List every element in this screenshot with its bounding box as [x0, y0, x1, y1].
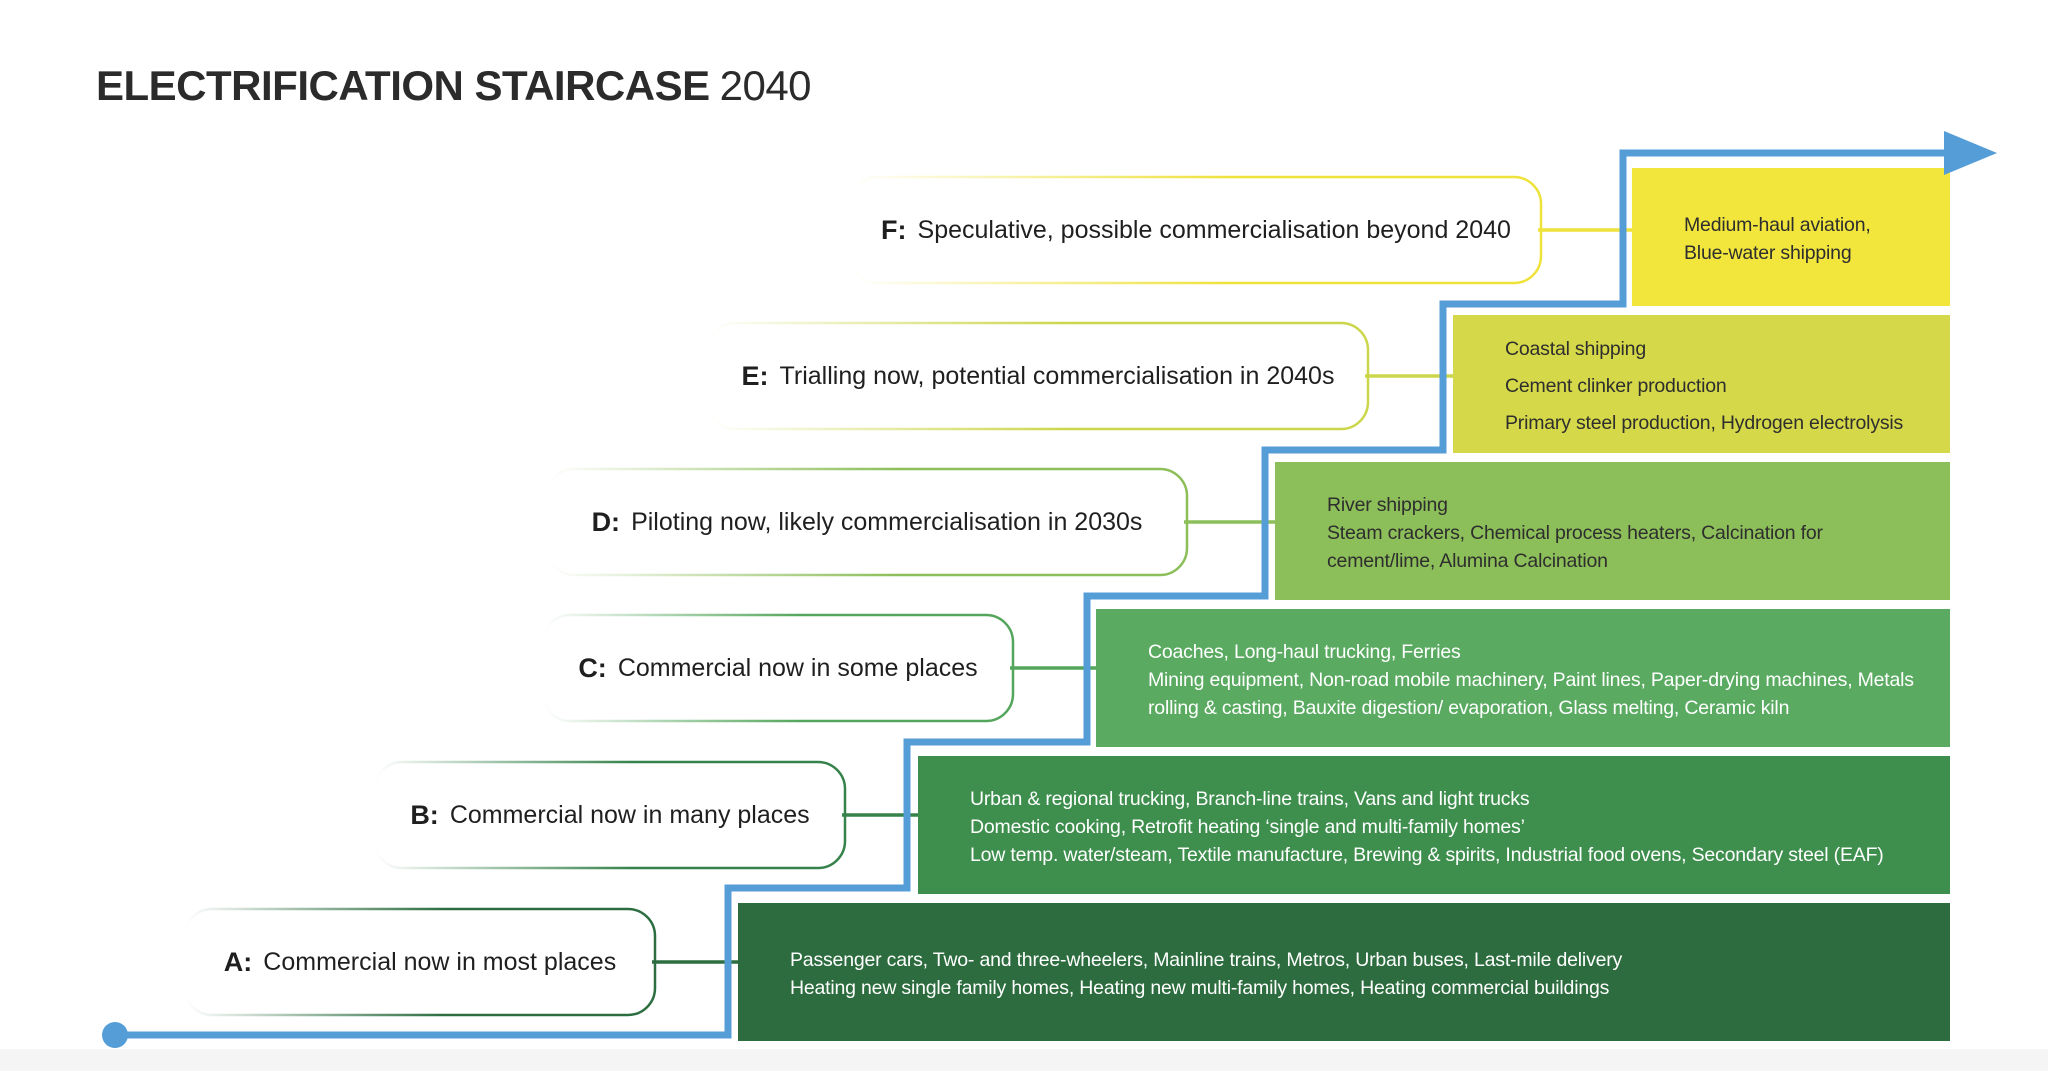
- step-box-a-item-2: Heating new single family homes, Heating…: [790, 977, 1610, 999]
- step-box-d-item-1: River shipping: [1327, 494, 1448, 516]
- step-box-c-item-1: Coaches, Long-haul trucking, Ferries: [1148, 641, 1461, 663]
- label-prefix-a: A:: [223, 946, 253, 977]
- step-box-b-item-2: Domestic cooking, Retrofit heating ‘sing…: [970, 816, 1525, 838]
- step-box-a-item-1: Passenger cars, Two- and three-wheelers,…: [790, 949, 1623, 971]
- label-text-d: D: Piloting now, likely commercialisatio…: [547, 469, 1187, 575]
- label-text-e: E: Trialling now, potential commercialis…: [708, 323, 1368, 429]
- label-desc-c: Commercial now in some places: [617, 653, 978, 682]
- label-prefix-d: D:: [591, 506, 621, 537]
- page-title-year: 2040: [719, 62, 812, 109]
- label-desc-b: Commercial now in many places: [449, 800, 810, 829]
- label-desc-f: Speculative, possible commercialisation …: [917, 215, 1511, 244]
- step-box-e-item-2: Cement clinker production: [1505, 375, 1727, 397]
- step-box-e: Coastal shipping Cement clinker producti…: [1453, 315, 1950, 453]
- step-box-f-items: Medium-haul aviation, Blue-water shippin…: [1684, 214, 1871, 264]
- step-box-b: Urban & regional trucking, Branch-line t…: [918, 756, 1950, 894]
- step-box-c-item-2: Mining equipment, Non-road mobile machin…: [1148, 669, 1914, 719]
- label-prefix-f: F:: [881, 214, 907, 245]
- step-box-e-item-1: Coastal shipping: [1505, 338, 1646, 360]
- label-desc-a: Commercial now in most places: [263, 947, 617, 976]
- label-text-c: C: Commercial now in some places: [543, 615, 1013, 721]
- step-box-e-item-3: Primary steel production, Hydrogen elect…: [1505, 412, 1904, 434]
- step-box-d: River shipping Steam crackers, Chemical …: [1275, 462, 1950, 600]
- label-prefix-b: B:: [410, 799, 439, 830]
- step-box-b-item-1: Urban & regional trucking, Branch-line t…: [970, 788, 1530, 810]
- label-prefix-e: E:: [741, 360, 769, 391]
- label-text-a: A: Commercial now in most places: [185, 909, 655, 1015]
- step-box-a: Passenger cars, Two- and three-wheelers,…: [738, 903, 1950, 1041]
- footer-strip: [0, 1049, 2048, 1071]
- label-desc-d: Piloting now, likely commercialisation i…: [631, 507, 1143, 536]
- step-box-f: Medium-haul aviation, Blue-water shippin…: [1632, 168, 1950, 306]
- step-box-c: Coaches, Long-haul trucking, Ferries Min…: [1096, 609, 1950, 747]
- page-title-main: ELECTRIFICATION STAIRCASE: [96, 62, 710, 109]
- step-box-d-item-2: Steam crackers, Chemical process heaters…: [1327, 522, 1823, 572]
- step-box-b-item-3: Low temp. water/steam, Textile manufactu…: [970, 844, 1884, 866]
- label-text-b: B: Commercial now in many places: [375, 762, 845, 868]
- label-prefix-c: C:: [578, 652, 607, 683]
- label-text-f: F: Speculative, possible commercialisati…: [851, 177, 1541, 283]
- label-desc-e: Trialling now, potential commercialisati…: [779, 361, 1335, 390]
